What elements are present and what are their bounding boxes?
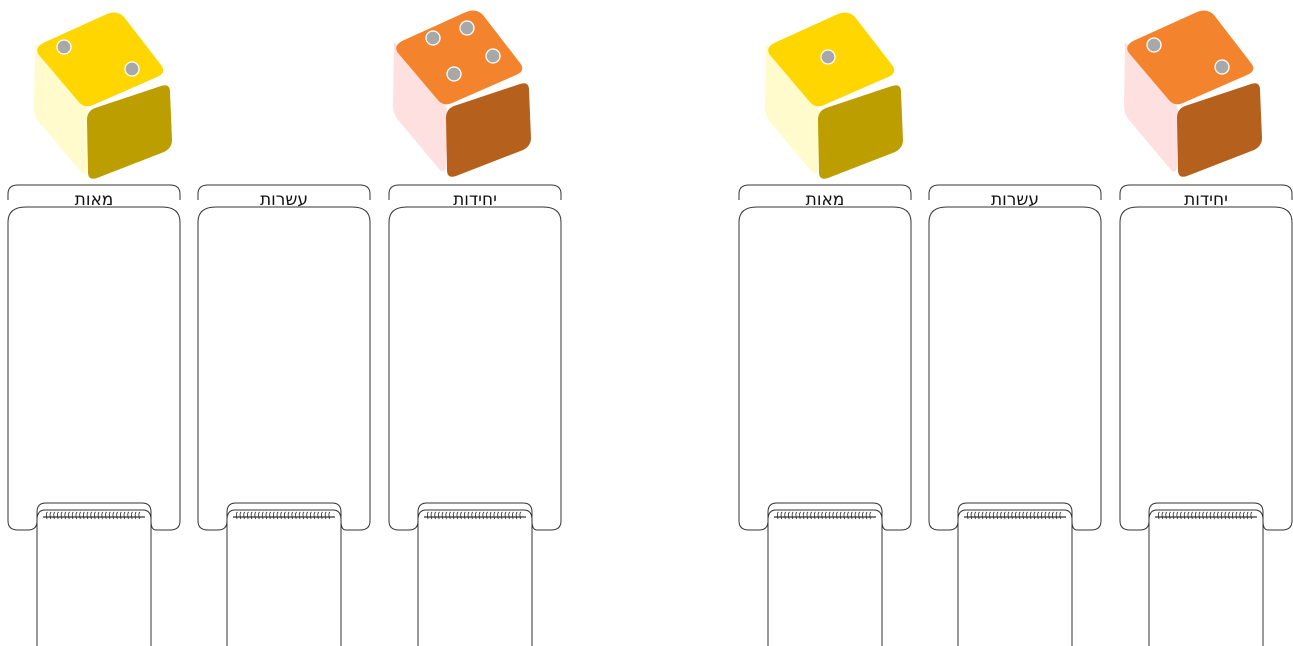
column-label: יחידות [453,190,497,210]
column-label: מאות [806,190,845,210]
notepad-page [37,510,151,646]
place-value-column-board-2-2[interactable]: עשרות [929,185,1101,530]
notepad-page [958,510,1072,646]
column-body [1120,207,1292,530]
column-body [198,207,370,530]
number-notepad[interactable] [418,510,532,646]
number-notepad[interactable] [1149,510,1263,646]
yellow-die-board-1[interactable] [34,13,172,179]
column-body [929,207,1101,530]
column-body [8,207,180,530]
column-label: מאות [75,190,114,210]
notepad-page [227,510,341,646]
die-pip [447,67,461,81]
column-body [739,207,911,530]
die-pip [486,49,500,63]
number-notepad[interactable] [37,510,151,646]
place-value-column-board-1-2[interactable]: עשרות [198,185,370,530]
column-label: עשרות [260,190,308,210]
die-pip [1215,60,1229,74]
orange-die-board-2[interactable] [1124,11,1262,177]
place-value-column-board-1-1[interactable]: מאות [8,185,180,530]
notepad-page [1149,510,1263,646]
die-pip [125,62,139,76]
place-value-column-board-2-1[interactable]: מאות [739,185,911,530]
notepad-page [768,510,882,646]
column-label: עשרות [991,190,1039,210]
place-value-column-board-1-3[interactable]: יחידות [389,185,561,530]
die-pip [57,40,71,54]
die-pip [460,21,474,35]
number-notepad[interactable] [768,510,882,646]
die-pip [426,31,440,45]
column-label: יחידות [1184,190,1228,210]
die-pip [821,50,835,64]
yellow-die-board-2[interactable] [765,13,903,179]
notepad-page [418,510,532,646]
column-body [389,207,561,530]
number-notepad[interactable] [227,510,341,646]
die-pip [1147,38,1161,52]
orange-die-board-1[interactable] [393,11,531,177]
number-notepad[interactable] [958,510,1072,646]
place-value-column-board-2-3[interactable]: יחידות [1120,185,1292,530]
